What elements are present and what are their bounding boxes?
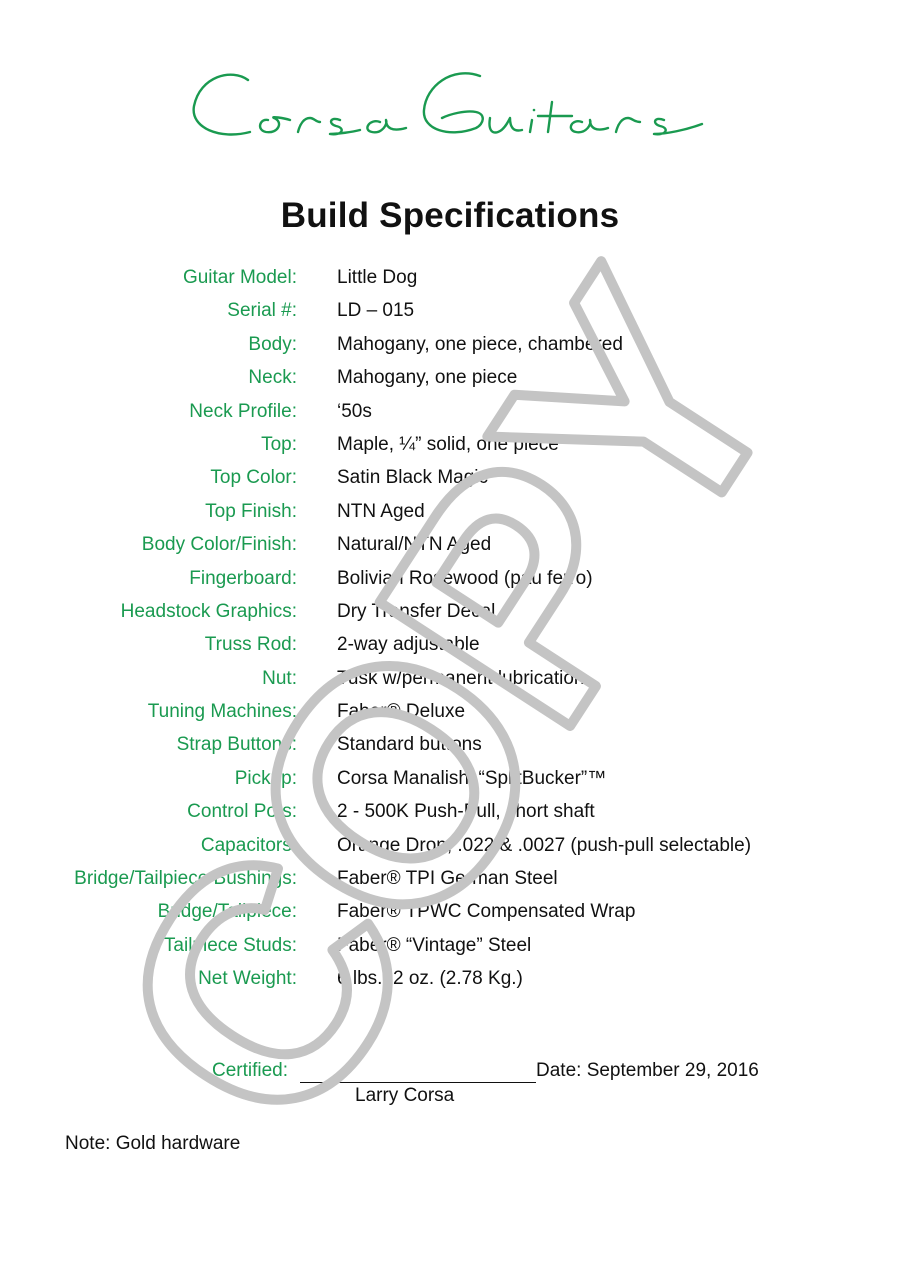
- spec-row-capacitors: Capacitors: Orange Drop, .022 & .0027 (p…: [0, 830, 900, 863]
- spec-value: Natural/NTN Aged: [337, 534, 492, 556]
- spec-row-serial: Serial #: LD – 015: [0, 295, 900, 328]
- spec-value: NTN Aged: [337, 500, 425, 522]
- spec-row-neck: Neck: Mahogany, one piece: [0, 362, 900, 395]
- spec-label: Control Pots:: [187, 801, 297, 823]
- spec-value: Bolivian Rosewood (pau ferro): [337, 567, 593, 589]
- certification-date: Date: September 29, 2016: [536, 1060, 759, 1081]
- spec-row-nut: Nut: Tusk w/permanent lubrication: [0, 663, 900, 696]
- spec-row-control-pots: Control Pots: 2 - 500K Push-Pull, short …: [0, 796, 900, 829]
- spec-row-bridge-tailpiece: Bridge/Tailpiece: Faber® TPWC Compensate…: [0, 896, 900, 929]
- spec-value: Orange Drop, .022 & .0027 (push-pull sel…: [337, 834, 752, 856]
- spec-row-pickup: Pickup: Corsa Manalishi “SplitBucker”™: [0, 763, 900, 796]
- spec-value: 2-way adjustable: [337, 634, 480, 656]
- spec-label: Guitar Model:: [182, 267, 297, 288]
- spec-value: 2 - 500K Push-Pull, short shaft: [337, 801, 595, 823]
- spec-row-tuning-machines: Tuning Machines: Faber® Deluxe: [0, 696, 900, 729]
- spec-label: Headstock Graphics:: [120, 600, 297, 622]
- spec-value: Faber® “Vintage” Steel: [337, 934, 532, 956]
- spec-row-body: Body: Mahogany, one piece, chambered: [0, 329, 900, 362]
- spec-value: Faber® Deluxe: [337, 701, 466, 723]
- spec-value: Standard buttons: [337, 734, 482, 756]
- spec-label: Neck:: [248, 367, 297, 389]
- spec-row-headstock-graphics: Headstock Graphics: Dry Transfer Decal: [0, 596, 900, 629]
- spec-row-top-color: Top Color: Satin Black Magic: [0, 462, 900, 495]
- spec-value: Maple, ¼” solid, one piece: [337, 433, 559, 455]
- spec-label: Serial #:: [227, 300, 297, 322]
- spec-label: Top:: [261, 433, 297, 455]
- spec-row-top-finish: Top Finish: NTN Aged: [0, 496, 900, 529]
- spec-row-tailpiece-studs: Tailpiece Studs: Faber® “Vintage” Steel: [0, 930, 900, 963]
- spec-label: Capacitors:: [200, 834, 297, 856]
- note-text: Note: Gold hardware: [65, 1133, 241, 1154]
- spec-row-net-weight: Net Weight: 6 lbs., 2 oz. (2.78 Kg.): [0, 963, 900, 996]
- spec-value: Mahogany, one piece, chambered: [337, 333, 623, 355]
- page-title: Build Specifications: [280, 196, 620, 235]
- spec-value: 6 lbs., 2 oz. (2.78 Kg.): [337, 968, 523, 990]
- spec-label: Bridge/Tailpiece:: [157, 901, 297, 923]
- certified-label: Certified:: [211, 1060, 288, 1081]
- spec-label: Body Color/Finish:: [141, 534, 297, 556]
- spec-row-bridge-tailpiece-bushings: Bridge/Tailpiece Bushings: Faber® TPI Ge…: [0, 863, 900, 896]
- spec-label: Top Color:: [210, 467, 297, 489]
- spec-row-top: Top: Maple, ¼” solid, one piece: [0, 429, 900, 462]
- spec-value: Dry Transfer Decal: [337, 600, 496, 622]
- spec-label: Top Finish:: [205, 500, 297, 522]
- spec-value: Faber® TPWC Compensated Wrap: [337, 901, 636, 923]
- spec-label: Neck Profile:: [189, 400, 297, 422]
- spec-row-truss-rod: Truss Rod: 2-way adjustable: [0, 629, 900, 662]
- spec-label: Truss Rod:: [204, 634, 297, 656]
- spec-label: Body:: [248, 333, 297, 355]
- spec-value: LD – 015: [337, 300, 415, 322]
- spec-list: Guitar Model: Little Dog Serial #: LD – …: [0, 262, 900, 997]
- spec-row-fingerboard: Fingerboard: Bolivian Rosewood (pau ferr…: [0, 563, 900, 596]
- spec-label: Tuning Machines:: [147, 701, 297, 723]
- spec-label: Nut:: [262, 667, 297, 689]
- spec-row-guitar-model: Guitar Model: Little Dog: [0, 262, 900, 295]
- spec-label: Bridge/Tailpiece Bushings:: [74, 868, 297, 890]
- spec-label: Tailpiece Studs:: [163, 934, 297, 956]
- spec-value: Tusk w/permanent lubrication: [337, 667, 585, 689]
- spec-value: Corsa Manalishi “SplitBucker”™: [337, 767, 607, 789]
- spec-value: Little Dog: [337, 267, 418, 288]
- spec-label: Strap Buttons:: [176, 734, 297, 756]
- spec-label: Fingerboard:: [189, 567, 297, 589]
- spec-value: Mahogany, one piece: [337, 367, 518, 389]
- signature-line: [300, 1081, 536, 1083]
- spec-row-strap-buttons: Strap Buttons: Standard buttons: [0, 729, 900, 762]
- spec-row-body-color-finish: Body Color/Finish: Natural/NTN Aged: [0, 529, 900, 562]
- signer-name: Larry Corsa: [355, 1085, 455, 1106]
- corsa-guitars-logo: [192, 72, 704, 136]
- spec-label: Pickup:: [234, 767, 297, 789]
- spec-value: Satin Black Magic: [337, 467, 489, 489]
- spec-label: Net Weight:: [198, 968, 297, 990]
- spec-value: Faber® TPI German Steel: [337, 868, 558, 890]
- spec-value: ‘50s: [337, 400, 372, 422]
- spec-row-neck-profile: Neck Profile: ‘50s: [0, 396, 900, 429]
